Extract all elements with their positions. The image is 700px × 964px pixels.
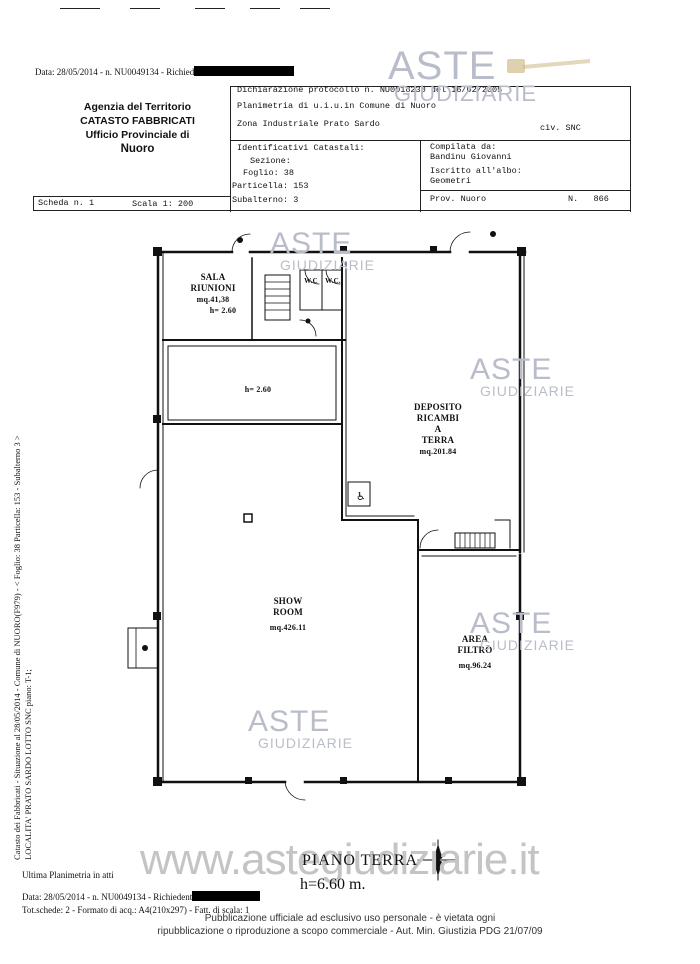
room-name: SHOW (273, 596, 303, 606)
subalterno-field: Subalterno: 3 (232, 195, 299, 205)
notice-line: ripubblicazione o riproduzione a scopo c… (157, 926, 543, 937)
room-area-filtro: AREA FILTRO mq.96.24 (440, 634, 510, 671)
room-wc-2: W.C. (325, 277, 341, 285)
redaction-bar (192, 891, 261, 901)
zona-line: Zona Industriale Prato Sardo (237, 119, 380, 129)
scan-mark (60, 8, 100, 9)
particella-field: Particella: 153 (232, 181, 309, 191)
watermark-text: ASTE (388, 44, 497, 88)
watermark-text: GIUDIZIARIE (394, 81, 538, 106)
albo-value: Geometri (430, 176, 471, 186)
watermark-text: ASTE (470, 353, 553, 386)
room-name: DEPOSITO (414, 402, 462, 412)
watermark-text: ASTE (270, 227, 353, 260)
civico: civ. SNC (540, 123, 581, 133)
altezza-label: h=6.60 m. (300, 876, 366, 893)
watermark-aste: ASTE GIUDIZIARIE (248, 705, 354, 751)
scheda-label: Scheda n. 1 (38, 198, 95, 208)
form-border (230, 86, 630, 87)
form-border (33, 196, 34, 210)
watermark-aste: ASTE GIUDIZIARIE (388, 44, 538, 106)
room-show-room: SHOW ROOM mq.426.11 (248, 596, 328, 633)
room-name: ROOM (273, 607, 303, 617)
scan-mark (250, 8, 280, 9)
compilatore-name: Bandinu Giovanni (430, 152, 512, 162)
watermark-aste: ASTE GIUDIZIARIE (470, 353, 576, 399)
room-height: h= 2.60 (209, 306, 237, 315)
watermark-aste: ASTE GIUDIZIARIE (470, 607, 576, 653)
foglio-field: Foglio: 38 (243, 168, 295, 178)
room-area: mq.96.24 (458, 661, 492, 670)
watermark-text: GIUDIZIARIE (480, 637, 576, 653)
identificativi-label: Identificativi Catastali: (237, 143, 365, 153)
scan-mark (300, 8, 330, 9)
scan-mark (130, 8, 160, 9)
sezione-field: Sezione: (250, 156, 291, 166)
room-area: mq.41,38 (196, 295, 230, 304)
room-area: mq.426.11 (269, 623, 307, 632)
scan-mark (195, 8, 225, 9)
room-name: RICAMBI (416, 413, 460, 423)
vertical-side-text: Catasto dei Fabbricati - Situazione al 2… (12, 340, 34, 860)
room-wc-1: W.C (304, 277, 318, 285)
compilata-label: Compilata da: (430, 142, 497, 152)
request-line-top: Data: 28/05/2014 - n. NU0049134 - Richie… (35, 66, 295, 77)
watermark-text: GIUDIZIARIE (258, 735, 354, 751)
watermark-text: ASTE (248, 705, 331, 738)
room-name: TERRA (421, 435, 455, 445)
request-line-bottom: Data: 28/05/2014 - n. NU0049134 - Richie… (22, 891, 261, 902)
room-deposito: DEPOSITO RICAMBI A TERRA mq.201.84 (398, 402, 478, 457)
scala-label: Scala 1: 200 (132, 199, 194, 209)
form-border (630, 86, 631, 212)
watermark-text: ASTE (470, 607, 553, 640)
catasto-title: CATASTO FABBRICATI (80, 115, 195, 127)
room-sala-riunioni: SALA RIUNIONI mq.41,38 h= 2.60 (178, 272, 248, 316)
side-text-line: LOCALITA' PRATO SARDO LOTTO SNC piano: T… (23, 669, 33, 860)
request-text: Data: 28/05/2014 - n. NU0049134 - Richie… (35, 67, 195, 77)
numero-albo: N. 866 (568, 194, 609, 204)
tot-schede-line: Tot.schede: 2 - Formato di acq.: A4(210x… (22, 905, 250, 915)
form-border (230, 86, 231, 212)
watermark-text: GIUDIZIARIE (480, 383, 576, 399)
agency-block: Agenzia del Territorio CATASTO FABBRICAT… (50, 100, 225, 156)
room-height-middle: h= 2.60 (244, 385, 272, 394)
room-name: AREA (461, 634, 489, 644)
piano-terra-label: PIANO TERRA (302, 852, 419, 869)
ultima-planimetria: Ultima Planimetria in atti (22, 870, 114, 880)
room-name: SALA (200, 272, 226, 282)
planimetria-line: Planimetria di u.i.u.in Comune di Nuoro (237, 101, 436, 111)
legal-notice: Pubblicazione ufficiale ad esclusivo uso… (0, 912, 700, 938)
iscritto-label: Iscritto all'albo: (430, 166, 522, 176)
form-border (33, 210, 630, 211)
form-border (230, 140, 630, 141)
protocol-line: Dichiarazione protocollo n. NU0018230 de… (237, 85, 503, 95)
watermark-text: GIUDIZIARIE (280, 257, 376, 273)
room-name: A (434, 424, 442, 434)
office-city: Nuoro (120, 143, 155, 155)
redaction-bar (194, 66, 295, 76)
room-name: FILTRO (457, 645, 493, 655)
room-name: RIUNIONI (190, 283, 236, 293)
form-border (420, 190, 630, 191)
form-border (420, 140, 421, 212)
office-name: Ufficio Provinciale di (85, 129, 190, 141)
form-border (33, 196, 230, 197)
request-text: Data: 28/05/2014 - n. NU0049134 - Richie… (22, 892, 193, 902)
agency-name: Agenzia del Territorio (83, 101, 192, 113)
notice-line: Pubblicazione ufficiale ad esclusivo uso… (204, 913, 496, 924)
accessibility-icon: ♿ (356, 490, 366, 503)
room-area: mq.201.84 (419, 447, 457, 456)
provincia-field: Prov. Nuoro (430, 194, 487, 204)
watermark-aste: ASTE GIUDIZIARIE (270, 227, 376, 273)
website-watermark: www.astegiudiziarie.it (140, 835, 540, 884)
gavel-icon (507, 59, 591, 73)
side-text-line: Catasto dei Fabbricati - Situazione al 2… (12, 435, 22, 860)
